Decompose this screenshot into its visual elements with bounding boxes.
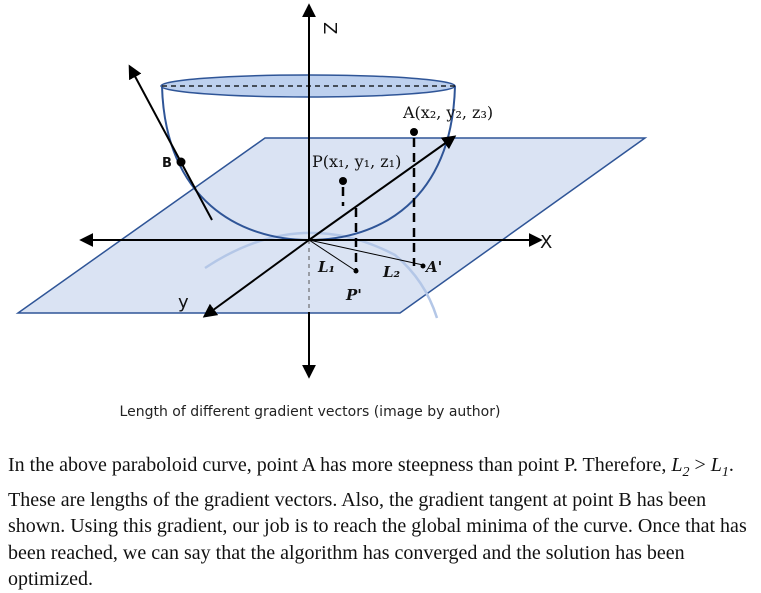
point-p-marker	[339, 177, 347, 185]
point-p-label: P(x₁, y₁, z₁)	[312, 152, 401, 171]
z-axis-label: Z	[319, 22, 340, 34]
tangent-plane	[15, 137, 648, 314]
paragraph-sentence-2: . These are lengths of the gradient vect…	[8, 454, 747, 590]
point-a-prime-marker	[420, 263, 426, 269]
math-greater-than: >	[689, 454, 711, 476]
point-p-prime-marker	[353, 268, 359, 274]
l2-line	[308, 239, 424, 266]
tangent-line-at-b	[128, 64, 213, 221]
paragraph-sentence-1: In the above paraboloid curve, point A h…	[8, 454, 672, 476]
y-axis-label: y	[178, 292, 189, 313]
explanation-paragraph: In the above paraboloid curve, point A h…	[8, 452, 760, 593]
point-p-prime-label: P'	[345, 286, 362, 304]
y-axis-negative	[308, 135, 457, 241]
l1-label: L₁	[317, 258, 335, 276]
figure-caption: Length of different gradient vectors (im…	[119, 404, 501, 420]
point-b-label: B	[162, 156, 172, 171]
point-a-prime-label: A'	[424, 258, 442, 276]
math-l2: L2	[671, 454, 690, 480]
l2-label: L₂	[382, 263, 401, 281]
l1-line	[308, 239, 357, 272]
bowl-reflection-arc	[204, 231, 439, 319]
point-a-marker	[410, 128, 418, 136]
paraboloid-gradient-diagram: Z X y L₁ L₂ P(x₁, y₁, z₁) P' A(x₂, y₂, z…	[15, 3, 648, 379]
y-axis	[202, 239, 310, 318]
point-a-label: A(x₂, y₂, z₃)	[402, 103, 493, 122]
math-l1: L1	[710, 454, 729, 480]
point-b-marker	[176, 157, 186, 167]
x-axis-label: X	[540, 232, 552, 253]
